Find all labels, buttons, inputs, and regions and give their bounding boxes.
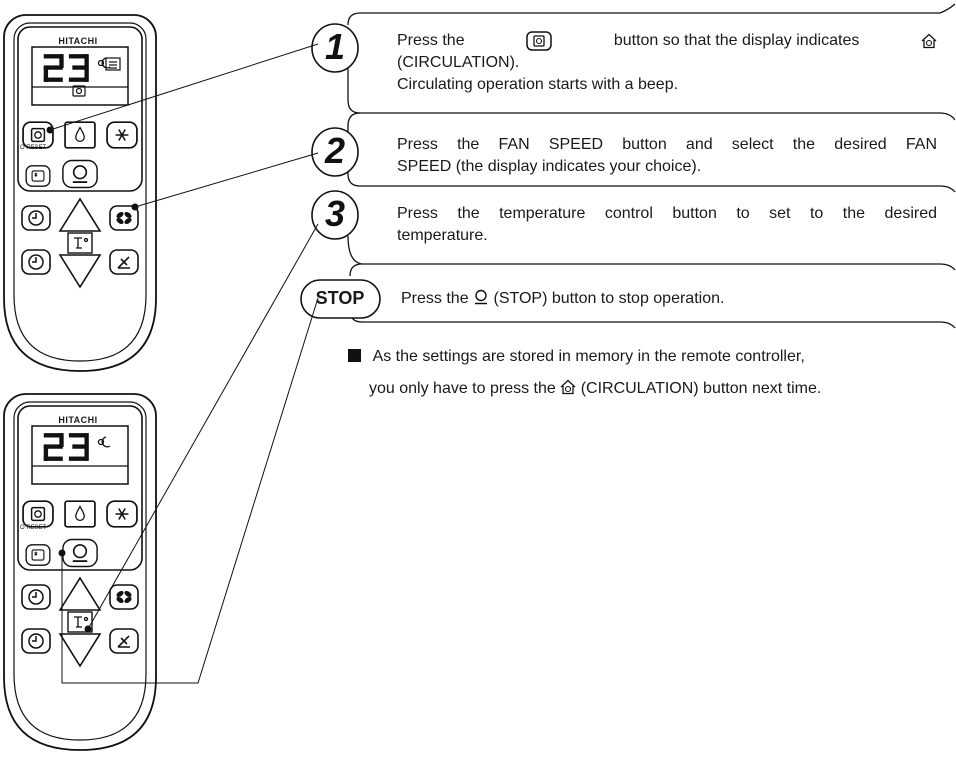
step-3-text: Press the temperature control button to … <box>397 203 937 247</box>
stop-text: Press the (STOP) button to stop operatio… <box>401 288 921 310</box>
stop-icon <box>475 289 488 305</box>
stop-text-part-a: Press the <box>401 290 469 307</box>
step-badges <box>300 23 381 319</box>
step-2-line-1: Press the FAN SPEED button and select th… <box>397 136 937 153</box>
step-3-line-1: Press the temperature control button to … <box>397 205 937 222</box>
stop-badge-label: STOP <box>315 288 365 308</box>
note-line-2-part-b: (CIRCULATION) button next time. <box>580 380 822 397</box>
step-1-text-part-a: Press the <box>397 32 465 49</box>
circulation-icon <box>921 33 937 49</box>
remote-top-brand: HITACHI <box>58 36 98 46</box>
step-1-line-3: Circulating operation starts with a beep… <box>397 76 679 93</box>
step-1-number: 1 <box>324 26 346 67</box>
step-1-text: Press the button so that the display ind… <box>397 30 937 96</box>
step-3-number: 3 <box>324 193 346 234</box>
circulation-icon <box>560 379 576 395</box>
remote-bottom-reset-label: O RESET <box>20 525 47 531</box>
memory-note: As the settings are stored in memory in … <box>348 341 956 405</box>
leader-lines <box>49 43 319 684</box>
step-1-text-part-b: button so that the display indicates <box>613 32 860 49</box>
remote-controller-bottom <box>4 394 156 750</box>
remote-bottom-brand: HITACHI <box>58 415 98 425</box>
stop-text-part-b: (STOP) button to stop operation. <box>493 290 725 307</box>
step-2-number: 2 <box>324 130 346 171</box>
step-3-line-2: temperature. <box>397 227 488 244</box>
bullet-square-icon <box>348 349 361 362</box>
note-line-2-part-a: you only have to press the <box>369 380 556 397</box>
step-2-line-2: SPEED (the display indicates your choice… <box>397 158 702 175</box>
step-2-text: Press the FAN SPEED button and select th… <box>397 134 937 178</box>
step-1-line-2: (CIRCULATION). <box>397 54 520 71</box>
leader-dots <box>46 126 139 633</box>
remote-controller-top <box>4 15 156 371</box>
note-line-1: As the settings are stored in memory in … <box>372 348 805 365</box>
remote-top-reset-label: O RESET <box>20 145 47 151</box>
circulation-button-icon <box>526 31 552 51</box>
